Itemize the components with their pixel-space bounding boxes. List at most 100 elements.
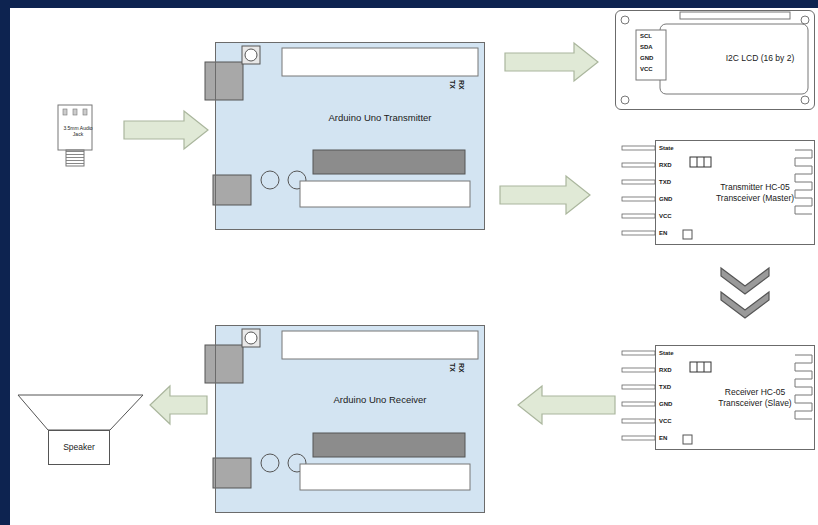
node-text: 3.5mm Audio Jack (63, 125, 93, 137)
pin (622, 163, 655, 167)
pin-label: SCL (640, 33, 652, 39)
power-jack (213, 175, 251, 205)
pin-label: RXD (659, 162, 672, 168)
pin-header (680, 12, 790, 19)
button (683, 435, 692, 444)
module-fill (655, 140, 815, 245)
pin (622, 146, 655, 150)
node-text: Receiver HC-05 Transceiver (Slave) (713, 387, 797, 407)
usb-port (205, 345, 243, 383)
jack-pin (73, 109, 77, 115)
mount-hole (245, 49, 257, 61)
jack-body (58, 105, 92, 150)
led-icon (697, 362, 698, 372)
speaker-cone (18, 395, 143, 430)
capacitor (261, 171, 279, 189)
chip (313, 150, 465, 174)
led-icon (704, 157, 705, 167)
block-arrow (124, 111, 208, 149)
pin (622, 214, 655, 218)
mount-hole (801, 16, 809, 24)
pin-label: TX (449, 363, 456, 372)
mount-hole (621, 96, 629, 104)
led-icon (690, 157, 711, 167)
mount-hole (801, 96, 809, 104)
antenna (795, 150, 812, 214)
lcd-board (615, 10, 815, 110)
node-text: Arduino Uno Receiver (334, 394, 427, 405)
pin-label: VCC (659, 418, 672, 424)
audio-jack: 3.5mm Audio Jack (58, 105, 98, 150)
pin (622, 197, 655, 201)
block-arrow (505, 43, 598, 81)
lcd-art (615, 10, 815, 110)
bluetooth-module: Transmitter HC-05 Transceiver (Master) (655, 140, 815, 245)
pin-label: RX (458, 80, 465, 90)
lcd-display (660, 24, 808, 94)
pin-label: TX (449, 80, 456, 89)
hc05-art (622, 140, 815, 245)
pin-label: GND (659, 401, 672, 407)
block-arrow (500, 176, 590, 214)
led-icon (697, 157, 698, 167)
power-jack (213, 458, 251, 488)
pin-label: TXD (659, 384, 671, 390)
node-text: Speaker (63, 442, 95, 452)
pin-label: VCC (659, 213, 672, 219)
arduino-board: Arduino Uno Receiver (215, 325, 485, 513)
mount-pad (242, 329, 260, 347)
pin (622, 368, 655, 372)
pin (622, 180, 655, 184)
header-strip (300, 464, 470, 490)
antenna (795, 355, 812, 419)
pin-label: SDA (640, 44, 653, 50)
arduino-board: Arduino Uno Transmitter (215, 42, 485, 230)
pin-label: State (659, 350, 674, 356)
header-strip (300, 181, 470, 207)
hc05-art (622, 345, 815, 450)
node-text: Arduino Uno Transmitter (329, 112, 432, 123)
mount-hole (621, 16, 629, 24)
node-text: Transmitter HC-05 Transceiver (Master) (713, 182, 797, 202)
jack-thread (66, 150, 84, 166)
block-arrow (518, 386, 615, 424)
arduino-board-art (205, 42, 485, 230)
jack-pin (83, 109, 87, 115)
pin-label: RX (458, 363, 465, 373)
mount-pad (242, 46, 260, 64)
board-fill (215, 42, 485, 230)
board-fill (215, 325, 485, 513)
header-strip (282, 331, 478, 359)
mount-hole (245, 332, 257, 344)
pin (622, 231, 655, 235)
arduino-board-art (205, 325, 485, 513)
pin-label: EN (659, 230, 667, 236)
jack-pin (63, 109, 67, 115)
usb-port (205, 62, 243, 100)
pin (622, 419, 655, 423)
chevron-arrow (721, 268, 769, 318)
pin (622, 402, 655, 406)
speaker-box: Speaker (48, 430, 110, 465)
pin-label: TXD (659, 179, 671, 185)
button (683, 230, 692, 239)
pin (622, 436, 655, 440)
pin-label: VCC (640, 66, 653, 72)
pin-label: RXD (659, 367, 672, 373)
pin-label: GND (659, 196, 672, 202)
led-icon (690, 362, 711, 372)
header-strip (282, 48, 478, 76)
pin (622, 351, 655, 355)
pin-label: EN (659, 435, 667, 441)
node-text: I2C LCD (16 by 2) (726, 53, 795, 63)
pin-label-box (636, 30, 666, 80)
pin-label: GND (640, 55, 653, 61)
bluetooth-module: Receiver HC-05 Transceiver (Slave) (655, 345, 815, 450)
capacitor (261, 454, 279, 472)
module-fill (655, 345, 815, 450)
pin-label: State (659, 145, 674, 151)
